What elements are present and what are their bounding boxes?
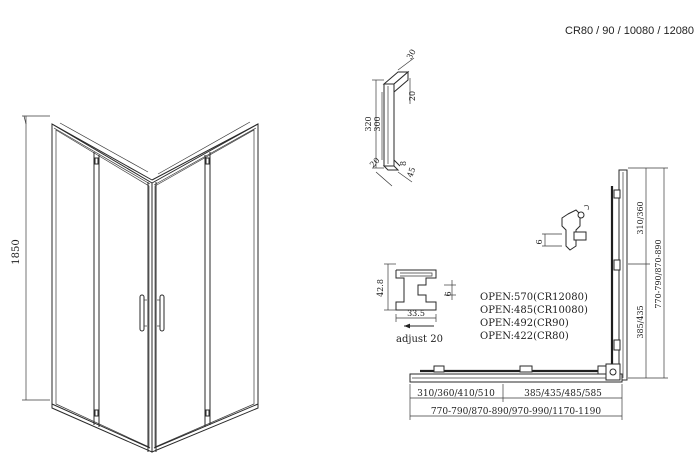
seal-dim-6: 6: [535, 239, 544, 244]
profile-dim-6: 6: [444, 291, 453, 296]
bracket-dim-20-bottom: 20: [368, 156, 382, 170]
height-label: 1850: [11, 239, 22, 264]
model-list-title: CR80 / 90 / 10080 / 12080: [565, 25, 694, 37]
wall-profile-detail: 42.8 6 33.5 adjust 20: [376, 264, 456, 345]
bracket-dim-320: 320: [364, 116, 373, 131]
profile-dim-42-8: 42.8: [376, 279, 385, 297]
plan-view: 310/360/410/510 385/435/485/585 770-790/…: [410, 168, 668, 420]
profile-dim-33-5: 33.5: [407, 309, 425, 318]
right-panel-frame: [152, 124, 258, 452]
opening-cr10080: OPEN:485(CR10080): [480, 305, 588, 316]
left-door-handle: [140, 295, 144, 331]
left-panel-frame: [52, 124, 152, 452]
right-door-handle: [160, 295, 164, 331]
plan-dim-left: 310/360/410/510: [417, 389, 495, 399]
height-dimension: 1850: [11, 116, 50, 400]
plan-dim-right-mid: 385/435: [636, 305, 645, 338]
bracket-dim-20-top: 20: [408, 91, 417, 101]
bracket-dim-300: 300: [373, 116, 382, 131]
bracket-detail: 320 300 30 20 20 8 45: [364, 48, 418, 186]
plan-dim-right-full: 770-790/870-890: [654, 239, 663, 308]
bracket-dim-8: 8: [399, 161, 408, 166]
bracket-dim-30: 30: [405, 48, 418, 61]
bracket-dim-45: 45: [405, 166, 417, 179]
enclosure-view: [52, 122, 258, 452]
opening-list: OPEN:570(CR12080) OPEN:485(CR10080) OPEN…: [480, 292, 588, 342]
plan-dim-right-top: 310/360: [636, 201, 645, 234]
adjust-label: adjust 20: [396, 334, 443, 345]
opening-cr12080: OPEN:570(CR12080): [480, 292, 588, 303]
plan-dim-bottom: 770-790/870-890/970-990/1170-1190: [431, 407, 601, 417]
opening-cr90: OPEN:492(CR90): [480, 318, 569, 329]
opening-cr80: OPEN:422(CR80): [480, 331, 569, 342]
plan-dim-mid: 385/435/485/585: [524, 389, 602, 399]
seal-detail: 6: [535, 206, 589, 251]
